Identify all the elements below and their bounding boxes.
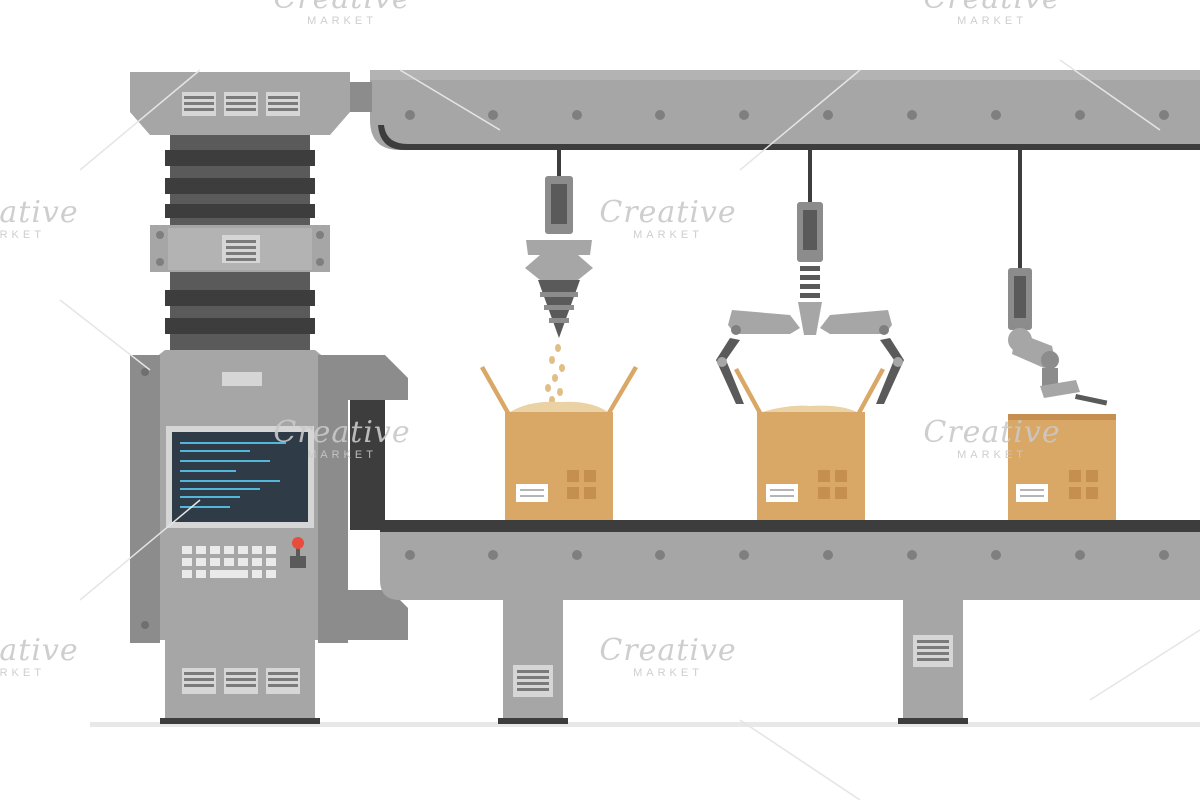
machine-tower [130, 72, 372, 350]
watermark-sub: MARKET [633, 667, 703, 679]
bottom-conveyor [380, 520, 1200, 724]
conveyor-leg-1 [498, 600, 568, 724]
watermark: Creative MARKET [0, 636, 90, 679]
gripper-tool [716, 150, 904, 404]
falling-pellets [545, 344, 565, 404]
floor-line [90, 722, 1200, 727]
feeder-outlet [322, 355, 408, 640]
watermark-lines [59, 59, 1200, 800]
watermark-sub: MARKET [957, 15, 1027, 27]
vent-bottom [182, 668, 300, 694]
watermark-sub: MARKET [633, 229, 703, 241]
watermark: Creative MARKET [262, 418, 422, 461]
watermark-brand: Creative [262, 0, 422, 14]
watermark-brand: Creative [912, 0, 1072, 14]
control-cabinet [130, 350, 348, 724]
watermark-sub: MARKET [957, 449, 1027, 461]
watermark-sub: MARKET [307, 449, 377, 461]
conveyor-leg-2 [898, 600, 968, 724]
watermark-brand: Creative [923, 415, 1061, 450]
control-screen [166, 426, 314, 528]
keypad [182, 546, 276, 578]
cardboard-box-1 [480, 366, 638, 520]
joystick-knob [290, 537, 306, 568]
watermark: Creative MARKET [588, 198, 748, 241]
watermark-brand: Creative [599, 633, 737, 668]
vent-top [182, 92, 300, 116]
watermark-brand: Creative [599, 195, 737, 230]
watermark-sub: MARKET [0, 229, 45, 241]
dispenser-tool [525, 150, 593, 338]
watermark-sub: MARKET [0, 667, 45, 679]
watermark: Creative MARKET [912, 0, 1072, 27]
cardboard-box-3 [1008, 414, 1116, 520]
watermark-brand: Creative [0, 195, 79, 230]
watermark: Creative MARKET [0, 198, 90, 241]
cardboard-box-2 [734, 368, 885, 520]
watermark-brand: Creative [0, 633, 79, 668]
top-rail [370, 70, 1200, 150]
watermark: Creative MARKET [588, 636, 748, 679]
watermark-sub: MARKET [307, 15, 377, 27]
watermark: Creative MARKET [912, 418, 1072, 461]
watermark-brand: Creative [273, 415, 411, 450]
robot-arm-tool [1008, 150, 1108, 406]
watermark: Creative MARKET [262, 0, 422, 27]
